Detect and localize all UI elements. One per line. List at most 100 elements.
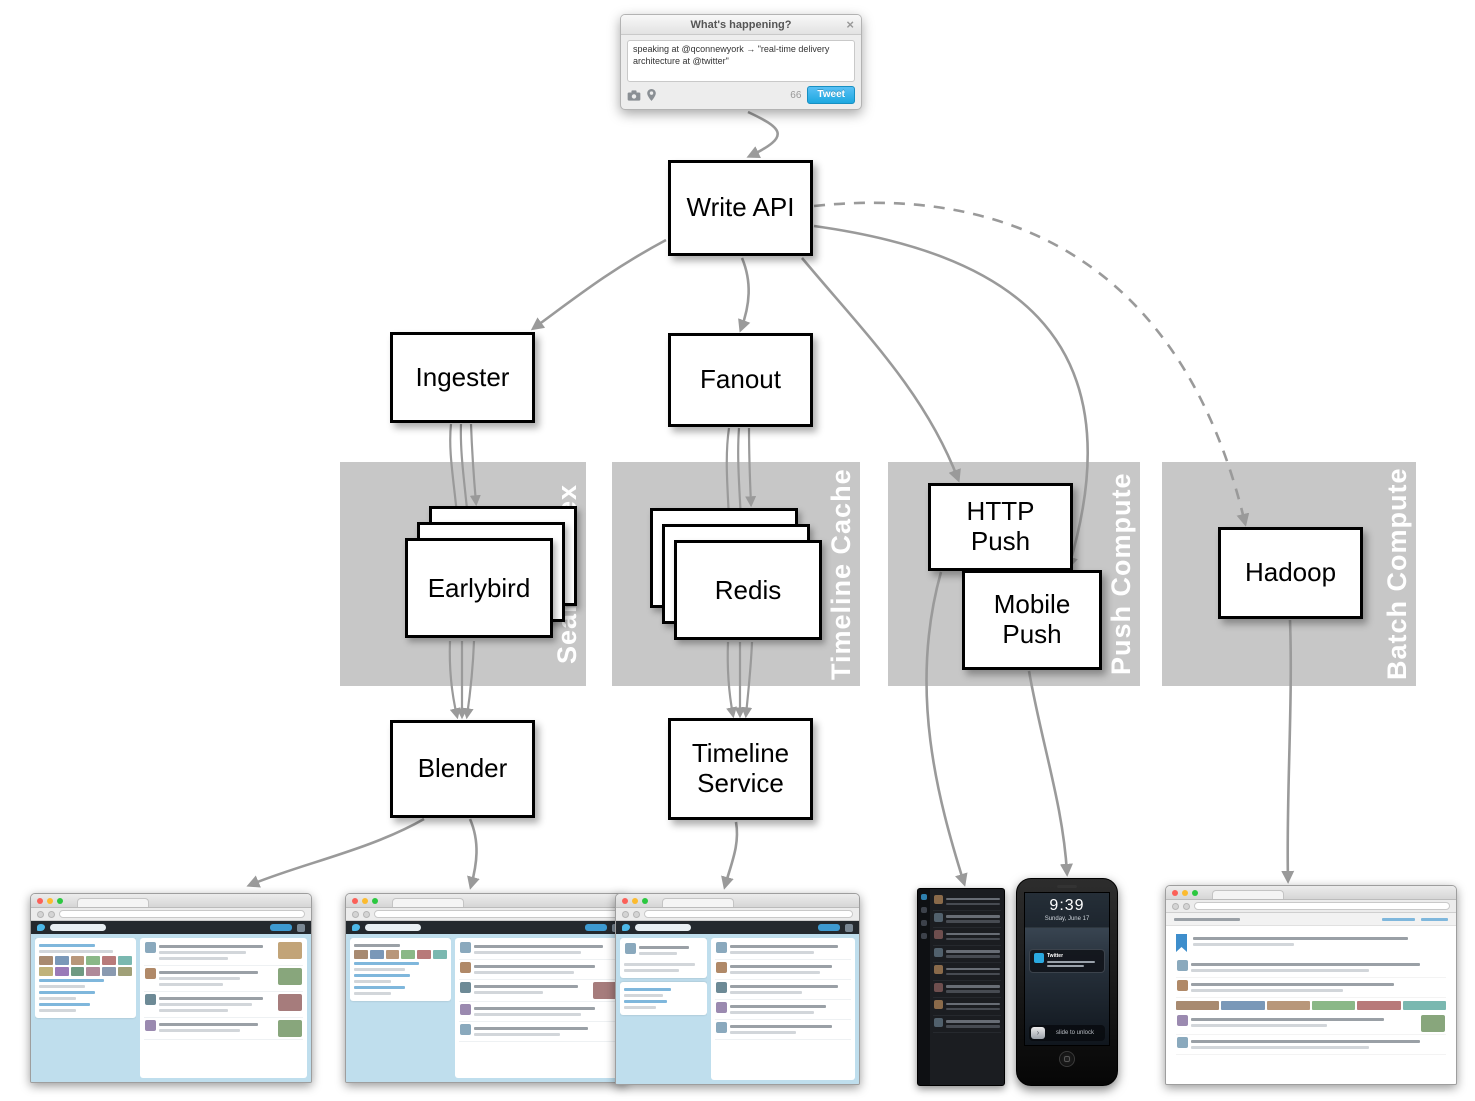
nav-pill: [818, 924, 840, 931]
twitter-bird-icon: [37, 924, 45, 931]
forward-icon: [1183, 902, 1190, 910]
tweet-button[interactable]: Tweet: [807, 86, 855, 104]
stories-column: [139, 938, 307, 1078]
node-hadoop: Hadoop: [1218, 527, 1363, 619]
email-page: [1166, 913, 1456, 1084]
back-icon: [37, 910, 44, 918]
timeline-tab-icon: [921, 894, 927, 900]
node-ingester-label: Ingester: [415, 361, 510, 392]
node-mobile-push-label: Mobile Push: [993, 589, 1071, 649]
nav-pill: [270, 924, 292, 931]
zone-timeline-cache-label: Timeline Cache: [826, 468, 856, 680]
twitter-web-screenshot-3: [615, 893, 860, 1085]
node-fanout: Fanout: [668, 333, 813, 427]
node-blender: Blender: [390, 720, 535, 818]
back-icon: [1172, 902, 1179, 910]
twitter-web-screenshot-2: [345, 893, 627, 1083]
window-close-icon: [37, 897, 43, 904]
twitter-page: [31, 921, 311, 1082]
zone-push-compute-label: Push Compute: [1106, 472, 1136, 676]
url-bar: [59, 910, 305, 918]
node-http-push: HTTP Push: [928, 483, 1073, 571]
node-ingester: Ingester: [390, 332, 535, 423]
twitter-navbar: [616, 921, 859, 934]
twitter-content: [346, 934, 626, 1082]
twitter-page: [616, 921, 859, 1084]
zone-batch-compute-label: Batch Compute: [1382, 467, 1412, 681]
location-pin-icon[interactable]: [647, 89, 656, 101]
node-timeline-service: Timeline Service: [668, 718, 813, 820]
edge-blender-web-2: [467, 818, 480, 890]
avatar: [845, 923, 853, 932]
compose-title: What's happening?: [690, 18, 792, 31]
browser-tab: [392, 898, 464, 907]
node-fanout-label: Fanout: [700, 364, 781, 395]
search-results-column: [454, 938, 622, 1078]
home-button: [1059, 1051, 1075, 1067]
node-write-api: Write API: [668, 160, 813, 256]
window-zoom-icon: [372, 897, 378, 904]
story-avatars-grid: [1176, 1001, 1446, 1010]
edge-blender-web-1: [246, 817, 425, 888]
window-close-icon: [352, 897, 358, 904]
browser-tab: [1212, 890, 1284, 899]
twitter-web-screenshot-1: [30, 893, 312, 1083]
window-minimize-icon: [47, 897, 53, 904]
messages-tab-icon: [921, 920, 927, 926]
search-tab-icon: [921, 933, 927, 939]
avatar: [297, 923, 305, 932]
browser-toolbar: [31, 908, 311, 921]
node-earlybird-label: Earlybird: [427, 572, 531, 603]
node-redis-label: Redis: [714, 574, 782, 605]
slide-to-unlock[interactable]: › slide to unlock: [1029, 1025, 1105, 1041]
twitter-content: [31, 934, 311, 1082]
left-column: [350, 938, 451, 1078]
search-box: [635, 924, 691, 931]
browser-tab: [662, 898, 734, 907]
window-minimize-icon: [632, 897, 638, 904]
camera-icon[interactable]: [627, 89, 641, 101]
gallery-grid: [354, 950, 447, 959]
compose-input[interactable]: speaking at @qconnewyork → "real-time de…: [627, 40, 855, 82]
left-column: [35, 938, 136, 1078]
profile-column: [620, 938, 707, 1080]
search-box: [365, 924, 421, 931]
unlock-slider-handle[interactable]: ›: [1031, 1027, 1045, 1039]
unlock-slider-label: slide to unlock: [1055, 1030, 1095, 1036]
node-http-push-label: HTTP Push: [966, 496, 1035, 556]
browser-toolbar: [616, 908, 859, 921]
window-zoom-icon: [1192, 889, 1198, 896]
who-to-follow-grid: [39, 956, 132, 976]
back-icon: [352, 910, 359, 918]
twitter-bird-icon: [622, 924, 630, 931]
notification-app-name: Twitter: [1047, 953, 1064, 959]
browser-titlebar: [616, 894, 859, 908]
earlybird-cluster: Earlybird: [405, 506, 577, 638]
browser-tab: [77, 898, 149, 907]
close-icon[interactable]: ×: [846, 17, 854, 32]
timeline-column: [710, 938, 855, 1080]
twitter-page: [346, 921, 626, 1082]
iphone-earpiece: [1017, 879, 1117, 892]
email-header: [1166, 926, 1456, 956]
window-close-icon: [1172, 889, 1178, 896]
window-minimize-icon: [362, 897, 368, 904]
char-counter: 66: [790, 89, 802, 101]
back-icon: [622, 910, 629, 918]
forward-icon: [633, 910, 640, 918]
tweet-compose-window: What's happening? × speaking at @qconnew…: [620, 14, 862, 110]
edge-mobile-push-iphone: [1027, 670, 1073, 877]
app-sidebar: [918, 889, 930, 1085]
browser-titlebar: [1166, 886, 1456, 900]
clock-panel: 9:39 Sunday, June 17: [1025, 893, 1109, 928]
node-hadoop-label: Hadoop: [1244, 557, 1337, 588]
node-mobile-push: Mobile Push: [962, 570, 1102, 670]
edge-write-api-fanout: [738, 257, 751, 333]
window-close-icon: [622, 897, 628, 904]
node-blender-label: Blender: [417, 753, 508, 784]
edge-timeline-service-web-3: [721, 821, 739, 890]
twitter-navbar: [31, 921, 311, 934]
edge-write-api-ingester: [530, 238, 667, 331]
node-earlybird: Earlybird: [405, 538, 553, 638]
